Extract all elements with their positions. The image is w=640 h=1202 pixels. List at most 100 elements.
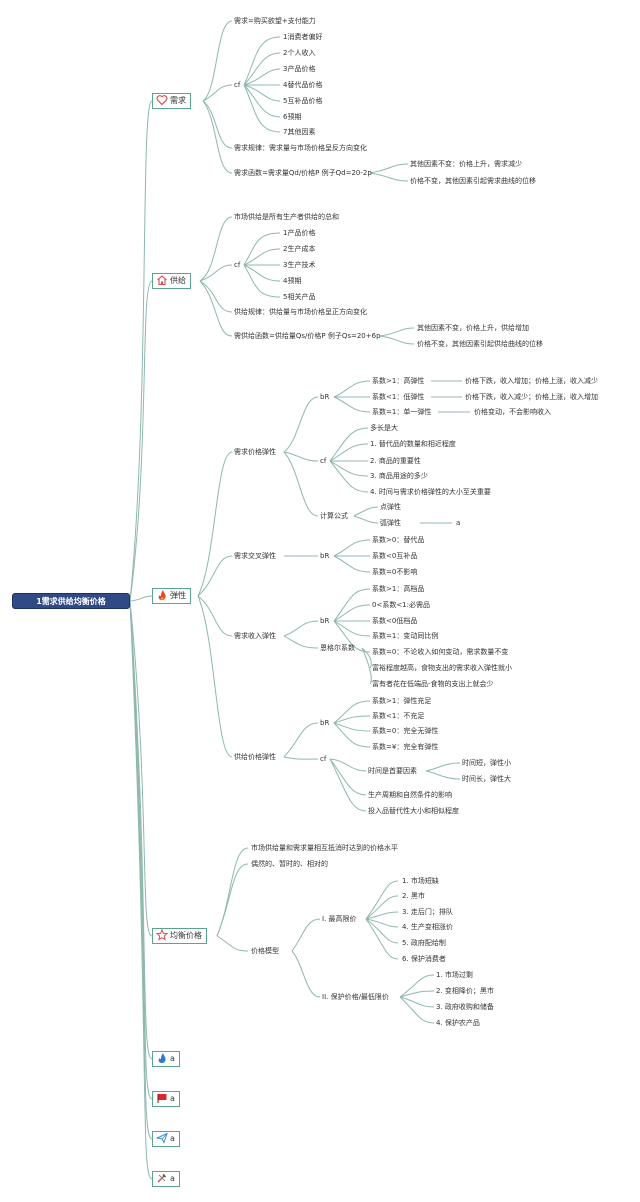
- star-icon: [156, 929, 168, 941]
- supply-function-note: 其他因素不变，价格上升，供给增加: [417, 324, 529, 332]
- demand-function-note: 价格不变，其他因素引起需求曲线的位移: [410, 177, 536, 185]
- supply-elasticity-item: 系数=0：完全无弹性: [372, 727, 439, 735]
- price-elasticity-item: 系数>1：高弹性: [372, 377, 425, 385]
- income-elasticity: 需求收入弹性: [234, 632, 276, 640]
- price-elasticity-item: 系数=1：单一弹性: [372, 408, 432, 416]
- supply-elasticity-item: 系数=¥：完全有弹性: [372, 743, 439, 751]
- cross-elasticity-item: 系数<0互补品: [372, 552, 418, 560]
- supply-elasticity: 供给价格弹性: [234, 753, 276, 761]
- demand-cf: cf: [234, 81, 241, 89]
- supply-cf: cf: [234, 261, 241, 269]
- supply-elasticity-other: 投入品替代性大小和相似程度: [368, 807, 459, 815]
- branch-extra-2[interactable]: a: [152, 1091, 180, 1107]
- supply-factor: 3生产技术: [283, 261, 316, 269]
- supply-definition: 市场供给是所有生产者供给的总和: [234, 213, 339, 221]
- price-elasticity: 需求价格弹性: [234, 448, 276, 456]
- supply-elasticity-cf: cf: [320, 755, 327, 763]
- branch-extra-4[interactable]: a: [152, 1171, 180, 1187]
- price-elasticity-note: 价格下跌，收入增加；价格上涨，收入减少: [465, 377, 598, 385]
- price-model: 价格模型: [251, 947, 279, 955]
- supply-function-note: 价格不变，其他因素引起供给曲线的位移: [417, 340, 543, 348]
- engel-item: 富有者花在低端品-食物的支出上就会少: [372, 680, 494, 688]
- branch-equilibrium-label: 均衡价格: [170, 931, 202, 940]
- branch-elasticity-label: 弹性: [170, 591, 186, 600]
- demand-factor: 1消费者偏好: [283, 33, 323, 41]
- root-node[interactable]: 1需求供给均衡价格: [12, 593, 130, 609]
- price-elasticity-note: 价格变动，不会影响收入: [474, 408, 551, 416]
- price-ceiling-item: 3. 走后门；排队: [402, 908, 453, 916]
- demand-definition: 需求=购买欲望+支付能力: [234, 17, 316, 25]
- supply-law: 供给规律：供给量与市场价格呈正方向变化: [234, 308, 367, 316]
- demand-function: 需求函数=需求量Qd/价格P 例子Qd=20-2p: [234, 169, 372, 177]
- supply-elasticity-item: 系数<1：不充足: [372, 712, 425, 720]
- demand-factor: 4替代品价格: [283, 81, 323, 89]
- branch-supply[interactable]: 供给: [152, 273, 191, 289]
- time-item: 时间短，弹性小: [462, 759, 511, 767]
- price-ceiling-item: 1. 市场短缺: [402, 877, 439, 885]
- demand-factor: 5互补品价格: [283, 97, 323, 105]
- supply-factor: 1产品价格: [283, 229, 316, 237]
- demand-function-note: 其他因素不变：价格上升，需求减少: [410, 160, 522, 168]
- price-elasticity-item: 系数<1：低弹性: [372, 393, 425, 401]
- branch-demand[interactable]: 需求: [152, 93, 191, 109]
- price-floor-item: 2. 变相降价；黑市: [436, 987, 494, 995]
- supply-elasticity-item: 系数>1：弹性充足: [372, 697, 432, 705]
- home-icon: [157, 275, 167, 286]
- flame-blue-icon: [158, 1053, 166, 1063]
- equilibrium-traits: 偶然的、暂时的、相对的: [251, 860, 328, 868]
- price-floor-item: 4. 保护农产品: [436, 1019, 480, 1027]
- flag-icon: [157, 1094, 167, 1103]
- cross-elasticity-br: bR: [320, 552, 330, 560]
- price-elasticity-note: 价格下跌，收入减少；价格上涨，收入增加: [465, 393, 598, 401]
- branch-extra-3-label: a: [170, 1134, 175, 1143]
- price-floor-item: 1. 市场过剩: [436, 971, 473, 979]
- income-elasticity-item: 系数=1：变动同比例: [372, 632, 439, 640]
- supply-factor: 4预期: [283, 277, 302, 285]
- branch-supply-label: 供给: [170, 276, 186, 285]
- supply-factor: 5相关产品: [283, 293, 316, 301]
- price-ceiling-item: 2. 黑市: [402, 892, 425, 900]
- formula-item: 弧弹性: [380, 519, 401, 527]
- branch-equilibrium[interactable]: 均衡价格: [152, 928, 207, 944]
- branch-extra-1[interactable]: a: [152, 1051, 180, 1067]
- income-elasticity-item: 系数>1：高档品: [372, 585, 425, 593]
- branch-demand-label: 需求: [170, 96, 186, 105]
- demand-factor: 7其他因素: [283, 128, 316, 136]
- branch-extra-4-label: a: [170, 1174, 175, 1183]
- income-elasticity-item: 系数<0低档品: [372, 617, 418, 625]
- tools-icon: [157, 1173, 167, 1183]
- price-elasticity-factor: 多长是大: [370, 424, 398, 432]
- supply-elasticity-br: bR: [320, 719, 330, 727]
- branch-extra-2-label: a: [170, 1094, 175, 1103]
- income-elasticity-item: 系数=0：不论收入如何变动，需求数量不变: [372, 648, 509, 656]
- arc-note: a: [456, 519, 461, 527]
- demand-law: 需求规律：需求量与市场价格呈反方向变化: [234, 144, 367, 152]
- time-item: 时间长，弹性大: [462, 775, 511, 783]
- cross-elasticity-item: 系数>0：替代品: [372, 536, 425, 544]
- supply-elasticity-other: 生产周期和自然条件的影响: [368, 791, 452, 799]
- price-elasticity-factor: 1. 替代品的数量和相近程度: [370, 440, 456, 448]
- branch-elasticity[interactable]: 弹性: [152, 588, 191, 604]
- fire-icon: [158, 590, 166, 600]
- demand-factor: 3产品价格: [283, 65, 316, 73]
- price-floor-item: 3. 政府收购和储备: [436, 1003, 494, 1011]
- price-ceiling-item: 6. 保护消费者: [402, 955, 446, 963]
- equilibrium-definition: 市场供给量和需求量相互抵消时达到的价格水平: [251, 844, 398, 852]
- price-ceiling-item: 4. 生产变相涨价: [402, 923, 453, 931]
- formula-label: 计算公式: [320, 512, 348, 520]
- price-floor: II. 保护价格/最低限价: [322, 993, 389, 1001]
- branch-extra-3[interactable]: a: [152, 1131, 180, 1147]
- paper-plane-icon: [156, 1132, 168, 1144]
- heart-icon: [156, 95, 168, 106]
- formula-item: 点弹性: [380, 503, 401, 511]
- income-elasticity-br: bR: [320, 617, 330, 625]
- demand-factor: 6预期: [283, 113, 302, 121]
- income-elasticity-item: 0<系数<1:必需品: [372, 601, 430, 609]
- price-elasticity-factor: 3. 商品用途的多少: [370, 472, 428, 480]
- price-ceiling-item: 5. 政府配给制: [402, 939, 446, 947]
- price-elasticity-br: bR: [320, 393, 330, 401]
- time-factor: 时间是首要因素: [368, 767, 417, 775]
- price-elasticity-cf: cf: [320, 457, 327, 465]
